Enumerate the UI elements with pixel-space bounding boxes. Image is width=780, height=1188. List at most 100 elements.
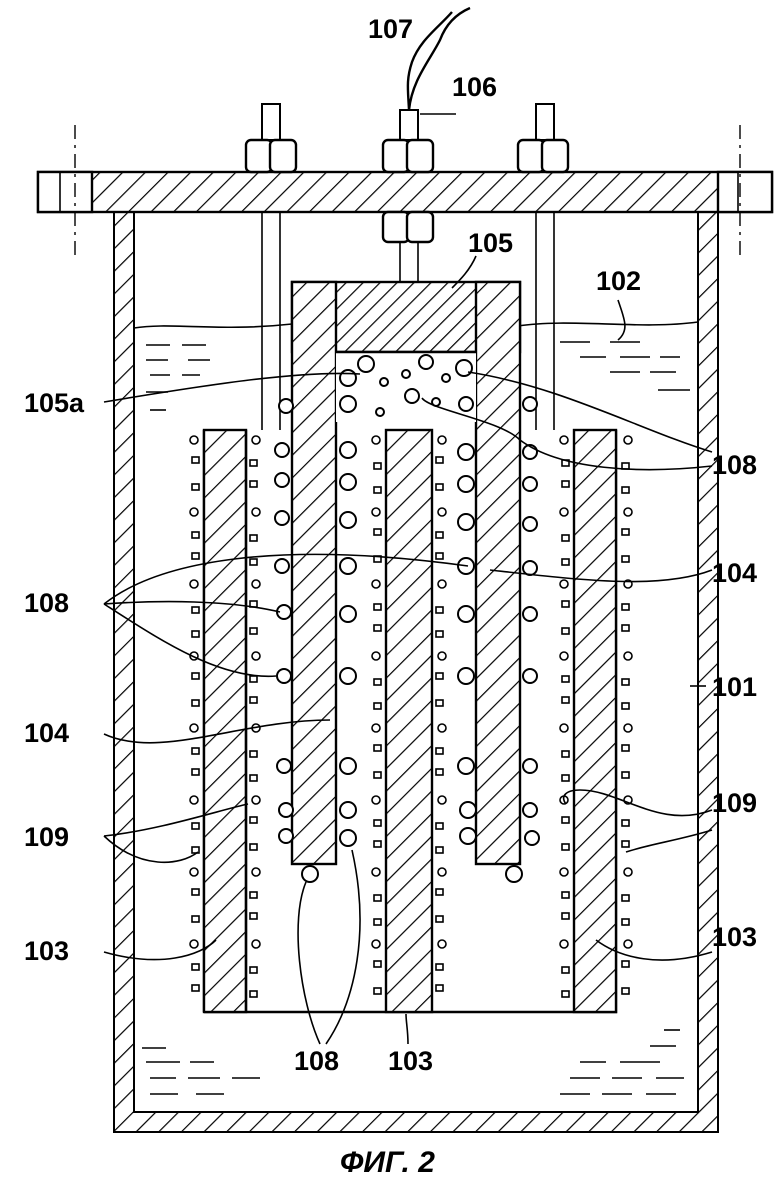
bubble-109 xyxy=(192,532,199,538)
bubble-109 xyxy=(436,553,443,559)
bubble-109 xyxy=(192,916,199,922)
bubble-109 xyxy=(192,748,199,754)
bubble-109 xyxy=(562,751,569,757)
label-109-left: 109 xyxy=(24,822,69,852)
bubble-109 xyxy=(560,580,568,588)
bubble-109 xyxy=(562,892,569,898)
bubble-109 xyxy=(372,868,380,876)
bubble-109 xyxy=(560,652,568,660)
bubble-109 xyxy=(438,436,446,444)
label-104-right: 104 xyxy=(712,558,757,588)
bubble-109 xyxy=(436,700,443,706)
bubble-109 xyxy=(436,769,443,775)
bubble-109 xyxy=(374,820,381,826)
bubble-109 xyxy=(622,703,629,709)
bubble-109 xyxy=(560,436,568,444)
bubble-109 xyxy=(250,697,257,703)
bubble-109 xyxy=(250,967,257,973)
bubble-109 xyxy=(624,724,632,732)
bubble-109 xyxy=(622,745,629,751)
bubble-109 xyxy=(622,625,629,631)
bubble-109 xyxy=(436,484,443,490)
bubble-109 xyxy=(624,508,632,516)
bubble-109 xyxy=(436,889,443,895)
bubble-109 xyxy=(438,652,446,660)
bubble-109 xyxy=(250,775,257,781)
bubble-109 xyxy=(438,796,446,804)
label-103-right: 103 xyxy=(712,922,757,952)
bubble-109 xyxy=(192,553,199,559)
bubble-109 xyxy=(250,991,257,997)
bubble-109 xyxy=(622,529,629,535)
bubble-109 xyxy=(438,724,446,732)
bubble-109 xyxy=(436,748,443,754)
bubble-109 xyxy=(438,868,446,876)
bubble-109 xyxy=(372,580,380,588)
label-104-left: 104 xyxy=(24,718,69,748)
bubble-109 xyxy=(624,652,632,660)
label-101: 101 xyxy=(712,672,757,702)
bubble-109 xyxy=(374,745,381,751)
bubble-109 xyxy=(374,919,381,925)
bubble-109 xyxy=(622,820,629,826)
bubble-109 xyxy=(190,724,198,732)
bubble-109 xyxy=(372,652,380,660)
bubble-109 xyxy=(374,679,381,685)
bubble-109 xyxy=(252,796,260,804)
bubble-109 xyxy=(192,631,199,637)
bubble-109 xyxy=(622,895,629,901)
bubble-109 xyxy=(560,940,568,948)
label-108-left: 108 xyxy=(24,588,69,618)
bubble-109 xyxy=(436,607,443,613)
label-103-bottom: 103 xyxy=(388,1046,433,1076)
bubble-109 xyxy=(372,436,380,444)
bubble-109 xyxy=(622,604,629,610)
bubble-109 xyxy=(436,823,443,829)
label-106: 106 xyxy=(452,72,497,102)
figure-caption: ФИГ. 2 xyxy=(340,1146,435,1179)
bubble-109 xyxy=(436,964,443,970)
bubble-109 xyxy=(252,580,260,588)
bubble-109 xyxy=(562,697,569,703)
bubble-109 xyxy=(436,847,443,853)
bubble-109 xyxy=(562,481,569,487)
bubble-109 xyxy=(562,844,569,850)
bubble-109 xyxy=(436,673,443,679)
bubble-109 xyxy=(190,436,198,444)
electrodes-103 xyxy=(204,430,616,1012)
bubble-109 xyxy=(192,964,199,970)
bubble-109 xyxy=(190,796,198,804)
bubble-109 xyxy=(562,676,569,682)
bubble-109 xyxy=(560,508,568,516)
bubble-109 xyxy=(436,631,443,637)
bubble-109 xyxy=(372,796,380,804)
bubble-109 xyxy=(252,652,260,660)
bubble-109 xyxy=(438,580,446,588)
bubble-109 xyxy=(622,841,629,847)
bubble-109 xyxy=(562,817,569,823)
bubble-109 xyxy=(374,841,381,847)
label-109-right: 109 xyxy=(712,788,757,818)
bubble-109 xyxy=(250,535,257,541)
bubble-109 xyxy=(374,604,381,610)
bubble-109 xyxy=(192,823,199,829)
bubble-109 xyxy=(192,985,199,991)
bubble-109 xyxy=(562,559,569,565)
bubble-109 xyxy=(252,508,260,516)
bubble-109 xyxy=(190,508,198,516)
bubble-109 xyxy=(374,988,381,994)
bubble-109 xyxy=(372,508,380,516)
bubble-109 xyxy=(622,556,629,562)
bubble-109 xyxy=(622,988,629,994)
bubble-109 xyxy=(250,481,257,487)
bubble-109 xyxy=(192,700,199,706)
bubble-109 xyxy=(252,868,260,876)
bubble-109 xyxy=(562,967,569,973)
bubble-109 xyxy=(624,868,632,876)
label-105: 105 xyxy=(468,228,513,258)
bubble-109 xyxy=(436,985,443,991)
label-108-right: 108 xyxy=(712,450,757,480)
bubble-109 xyxy=(562,601,569,607)
bubble-109 xyxy=(438,940,446,948)
